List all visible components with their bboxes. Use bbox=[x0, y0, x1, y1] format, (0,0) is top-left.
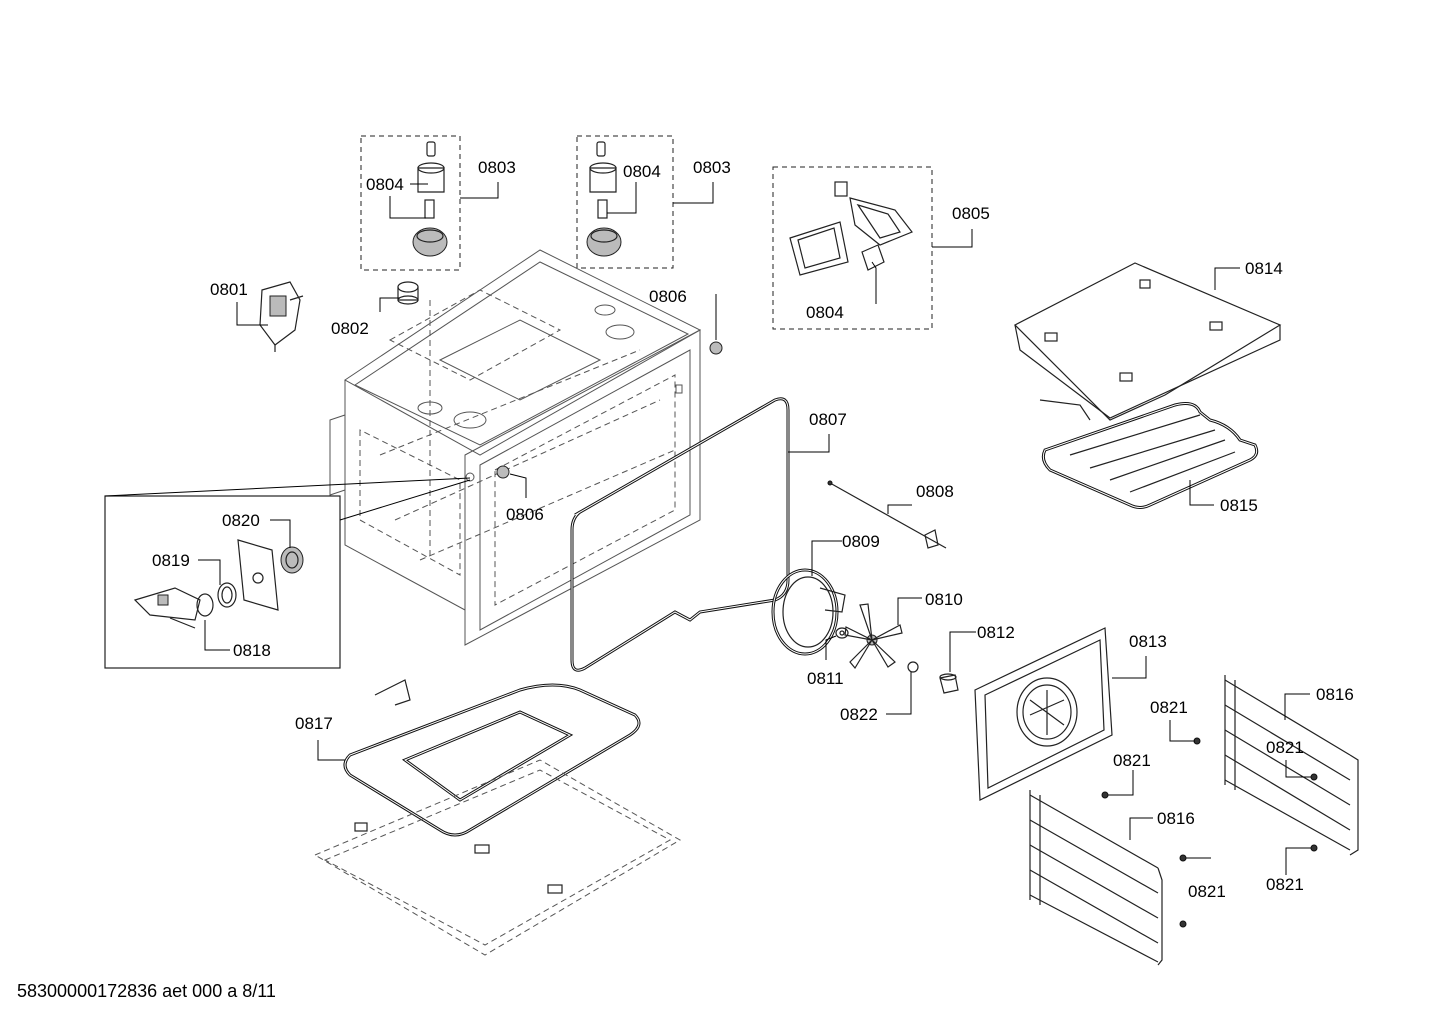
nut-icon bbox=[907, 661, 919, 673]
top-cover-plate bbox=[1013, 262, 1282, 421]
callout-0810: 0810 bbox=[925, 590, 963, 609]
callout-0819: 0819 bbox=[152, 551, 190, 570]
screw-icon bbox=[1101, 737, 1318, 928]
lamp-socket-icon bbox=[586, 141, 622, 257]
callout-0815: 0815 bbox=[1220, 496, 1258, 515]
leader-lines bbox=[198, 182, 1311, 875]
callout-0811: 0811 bbox=[807, 669, 844, 688]
callout-0801: 0801 bbox=[210, 280, 248, 299]
shelf-rack-left bbox=[1029, 790, 1163, 966]
callout-0802: 0802 bbox=[331, 319, 369, 338]
callout-0808: 0808 bbox=[916, 482, 954, 501]
callout-0804-side: 0804 bbox=[806, 303, 844, 322]
callout-0803-left: 0803 bbox=[478, 158, 516, 177]
callout-labels: 0801 0802 0803 0804 0803 0804 0804 0805 … bbox=[152, 158, 1354, 901]
threaded-nut-icon bbox=[280, 546, 304, 574]
callout-0822: 0822 bbox=[840, 705, 878, 724]
oven-cavity-housing bbox=[329, 249, 702, 646]
motor-icon bbox=[259, 281, 304, 352]
shelf-rack-right bbox=[1224, 675, 1359, 856]
side-lamp-icon bbox=[789, 181, 913, 276]
lamp-assembly-box-left bbox=[360, 135, 461, 271]
callout-0821-a: 0821 bbox=[1150, 698, 1188, 717]
bushing-icon bbox=[939, 673, 959, 694]
callout-0820: 0820 bbox=[222, 511, 260, 530]
callout-0804-left: 0804 bbox=[366, 175, 404, 194]
grill-heater-element bbox=[1039, 399, 1259, 509]
callout-0803-middle: 0803 bbox=[693, 158, 731, 177]
fan-wheel-icon bbox=[844, 603, 903, 670]
callout-0805: 0805 bbox=[952, 204, 990, 223]
ring-heater bbox=[771, 568, 846, 656]
callout-0809: 0809 bbox=[842, 532, 880, 551]
callout-0806-front: 0806 bbox=[506, 505, 544, 524]
bushing-icon bbox=[397, 281, 419, 305]
bottom-heater-element bbox=[343, 679, 641, 837]
mounting-plate-icon bbox=[237, 539, 279, 611]
callout-0817: 0817 bbox=[295, 714, 333, 733]
callout-0821-e: 0821 bbox=[1188, 882, 1226, 901]
washer-icon bbox=[835, 627, 849, 639]
callout-0821-b: 0821 bbox=[1266, 738, 1304, 757]
side-lamp-assembly-box bbox=[772, 166, 933, 330]
gasket-ring-icon bbox=[217, 582, 237, 608]
lamp-assembly-box-middle bbox=[576, 135, 674, 269]
temperature-sensor bbox=[827, 480, 947, 549]
cap-icon bbox=[496, 341, 723, 479]
thermostat-bracket-icon bbox=[133, 587, 214, 629]
callout-0814: 0814 bbox=[1245, 259, 1283, 278]
callout-0807: 0807 bbox=[809, 410, 847, 429]
callout-0806-top: 0806 bbox=[649, 287, 687, 306]
fan-cover bbox=[974, 627, 1113, 801]
callout-0813: 0813 bbox=[1129, 632, 1167, 651]
callout-0804-middle: 0804 bbox=[623, 162, 661, 181]
detail-inset-box bbox=[104, 477, 471, 669]
door-gasket bbox=[570, 397, 790, 672]
callout-0821-d: 0821 bbox=[1113, 751, 1151, 770]
callout-0816-right: 0816 bbox=[1316, 685, 1354, 704]
callout-0818: 0818 bbox=[233, 641, 271, 660]
bottom-panel bbox=[313, 759, 681, 956]
callout-0821-c: 0821 bbox=[1266, 875, 1304, 894]
callout-0816-left: 0816 bbox=[1157, 809, 1195, 828]
lamp-socket-icon bbox=[412, 141, 448, 257]
diagram-reference-footer: 58300000172836 aet 000 a 8/11 bbox=[17, 981, 276, 1001]
callout-0812: 0812 bbox=[977, 623, 1015, 642]
